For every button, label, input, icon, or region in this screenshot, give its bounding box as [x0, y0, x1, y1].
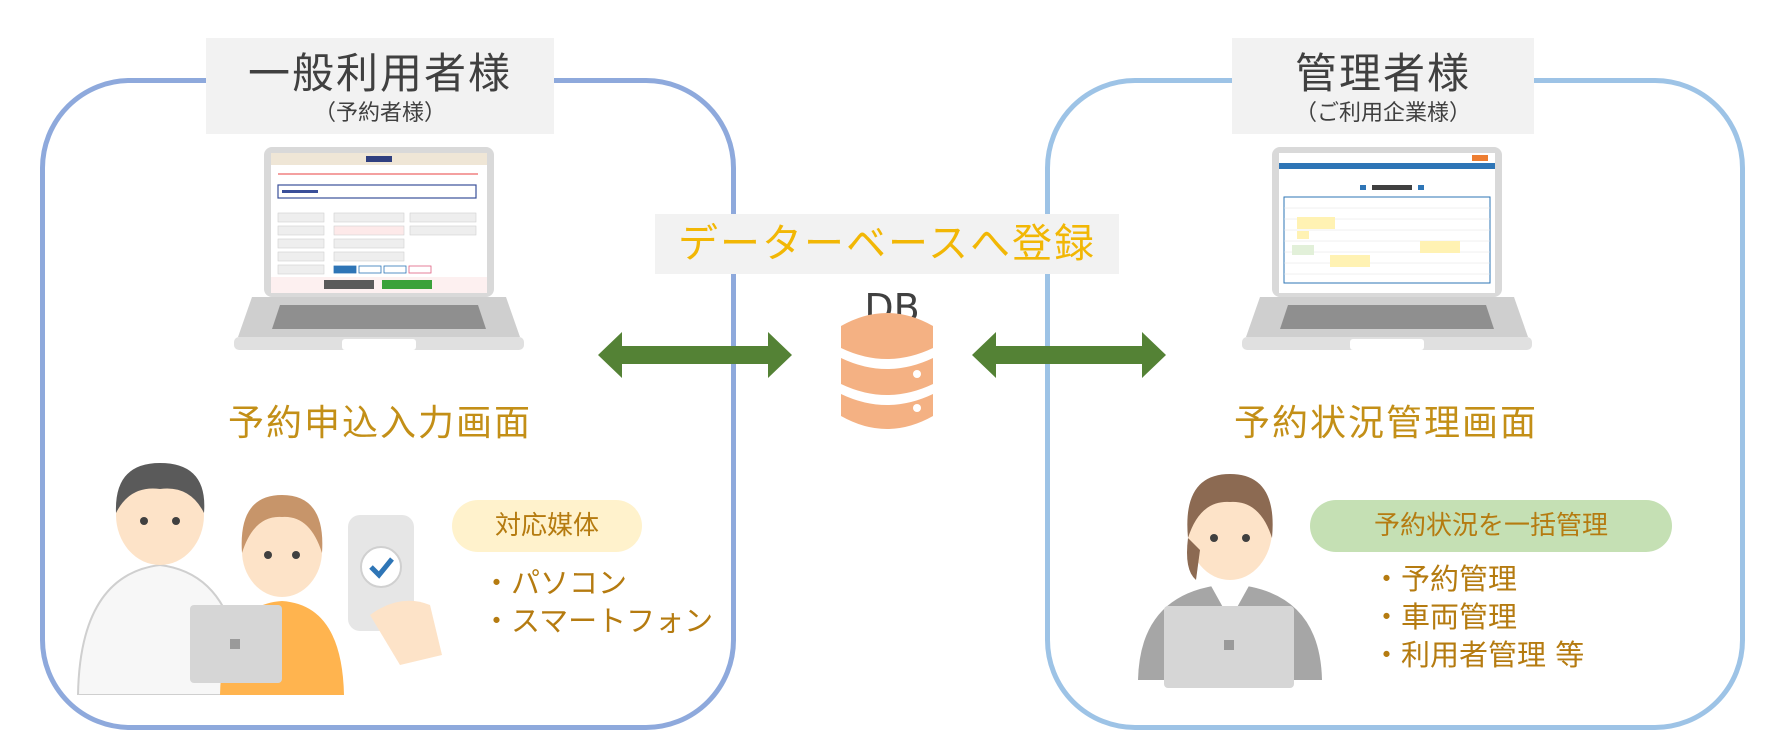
media-item: パソコン — [482, 564, 713, 602]
user-panel-subtitle: （予約者様） — [313, 101, 446, 126]
left-double-arrow — [598, 332, 792, 378]
user-screen-label: 予約申込入力画面 — [227, 403, 532, 444]
laptop-reservation-status — [1242, 147, 1532, 350]
media-list: パソコン スマートフォン — [482, 564, 713, 640]
database-icon — [841, 313, 933, 429]
admin-screen-label: 予約状況管理画面 — [1233, 403, 1538, 444]
manage-item: 予約管理 — [1372, 560, 1584, 598]
right-double-arrow — [972, 332, 1166, 378]
admin-panel-subtitle: （ご利用企業様） — [1294, 101, 1471, 126]
db-register-banner: データーベースへ登録 — [655, 214, 1119, 274]
user-panel-title: 一般利用者様 — [247, 49, 512, 98]
manage-list: 予約管理 車両管理 利用者管理 等 — [1372, 560, 1584, 674]
manage-item: 利用者管理 等 — [1372, 636, 1584, 674]
media-item: スマートフォン — [482, 602, 713, 640]
manage-item: 車両管理 — [1372, 598, 1584, 636]
users-illustration — [76, 463, 442, 695]
media-pill: 対応媒体 — [452, 500, 642, 552]
user-panel-title-box: 一般利用者様 （予約者様） — [206, 38, 554, 134]
admin-illustration — [1138, 474, 1322, 688]
admin-panel-title: 管理者様 — [1294, 49, 1471, 98]
laptop-reservation-input — [234, 147, 524, 350]
manage-pill: 予約状況を一括管理 — [1310, 500, 1672, 552]
admin-panel-title-box: 管理者様 （ご利用企業様） — [1232, 38, 1534, 134]
